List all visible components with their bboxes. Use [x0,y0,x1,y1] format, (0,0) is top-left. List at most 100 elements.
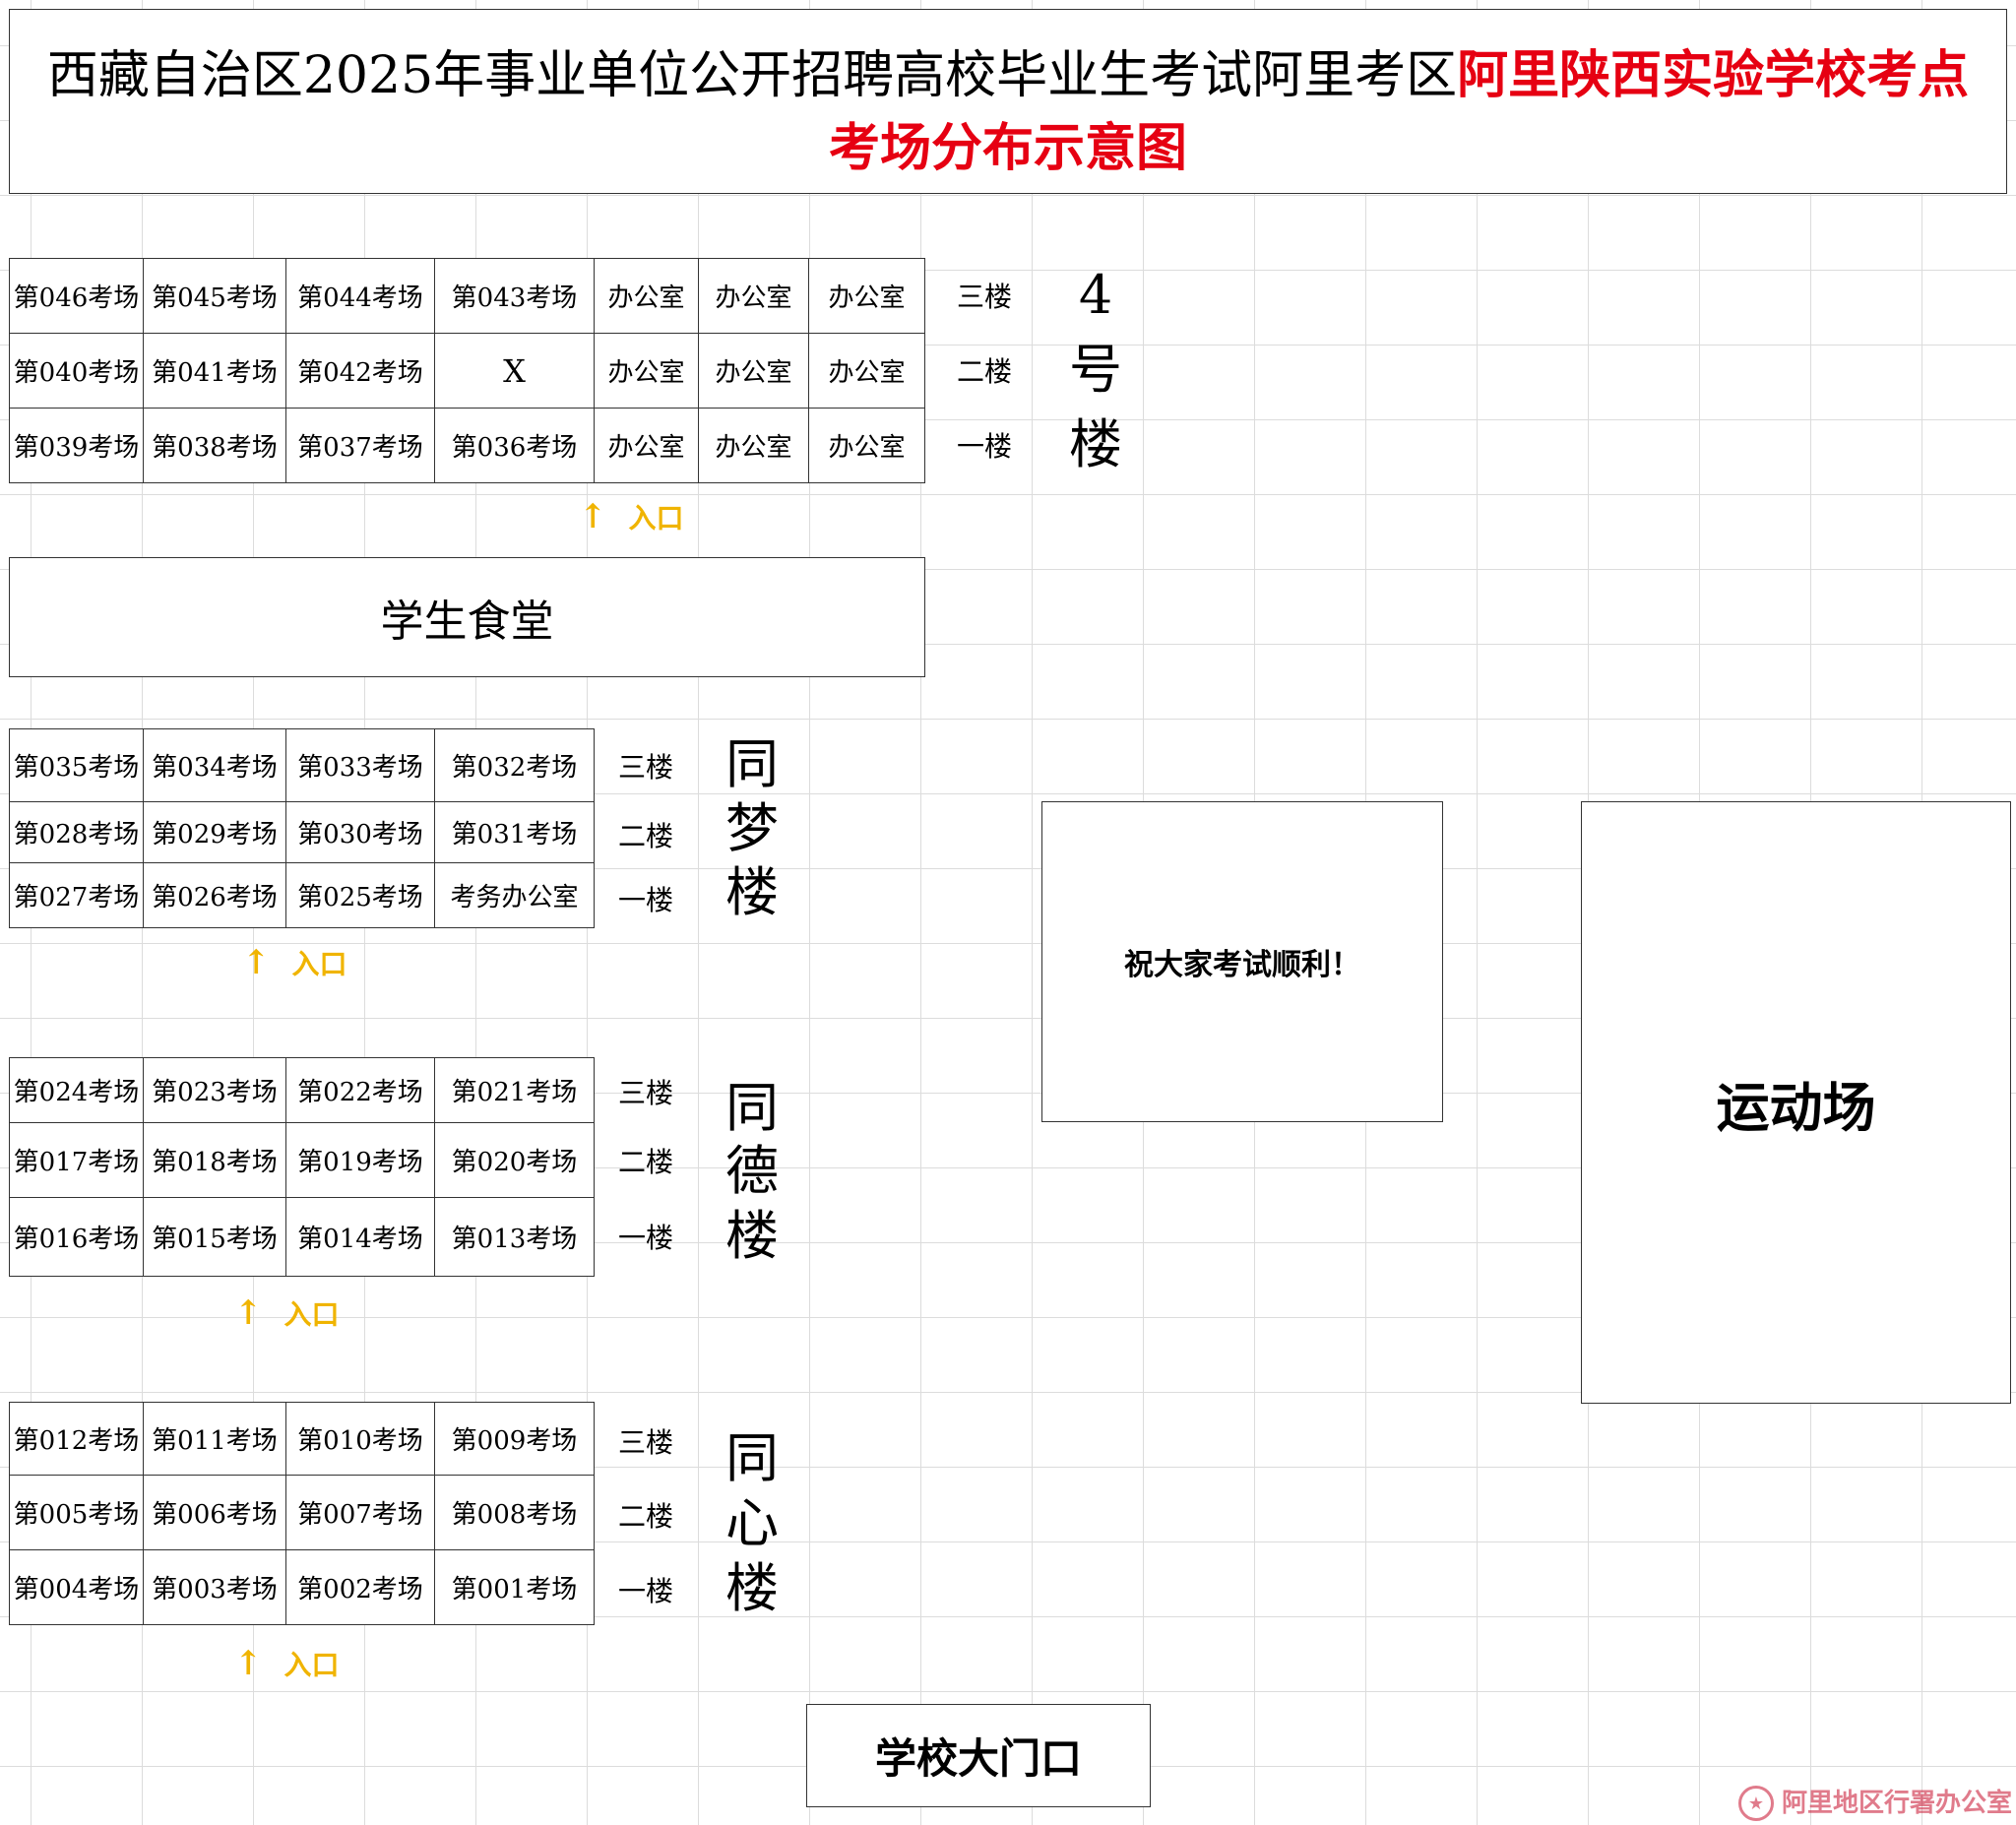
room-cell: 第004考场 [9,1549,144,1625]
tongxin-floor-3: 第012考场 第011考场 第010考场 第009考场 [9,1402,595,1476]
building-4-name-char: 号 [1069,339,1122,401]
room-cell: 第036考场 [434,408,595,483]
room-cell: 第007考场 [285,1475,435,1550]
floor-label: 一楼 [617,1222,673,1254]
entrance-label: 入口 [628,502,684,535]
office-cell: 办公室 [808,258,925,334]
watermark-text: 阿里地区行署办公室 [1781,1789,2012,1818]
tongde-floor-3: 第024考场 第023考场 第022考场 第021考场 [9,1057,595,1123]
tongmeng-entrance: ↑ 入口 [242,943,347,982]
floor-label: 三楼 [956,281,1012,313]
tongxin-table: 第012考场 第011考场 第010考场 第009考场 第005考场 第006考… [9,1402,595,1625]
room-cell: 第014考场 [285,1197,435,1277]
canteen-box: 学生食堂 [9,557,925,677]
exam-office-cell: 考务办公室 [434,862,595,928]
room-cell: 第015考场 [143,1197,286,1277]
room-cell: 第028考场 [9,801,144,863]
floor-label: 二楼 [617,820,673,852]
tongde-floor-1: 第016考场 第015考场 第014考场 第013考场 [9,1197,595,1277]
room-cell: 第016考场 [9,1197,144,1277]
room-cell: 第027考场 [9,862,144,928]
office-cell: 办公室 [698,333,809,409]
floor-label: 一楼 [617,1575,673,1607]
entrance-label: 入口 [291,948,347,980]
title-box: 西藏自治区2025年事业单位公开招聘高校毕业生考试阿里考区阿里陕西实验学校考点 … [9,9,2007,194]
office-cell: 办公室 [808,333,925,409]
room-cell: 第040考场 [9,333,144,409]
room-cell: 第020考场 [434,1122,595,1198]
room-cell: 第038考场 [143,408,286,483]
room-cell: 第005考场 [9,1475,144,1550]
tongde-name-char: 楼 [725,1205,779,1267]
room-cell: 第024考场 [9,1057,144,1123]
room-cell: 第006考场 [143,1475,286,1550]
arrow-up-icon: ↑ [234,1644,263,1683]
room-cell: 第001考场 [434,1549,595,1625]
tongxin-entrance: ↑入口 [234,1644,340,1683]
room-cell: 第034考场 [143,728,286,802]
room-cell: 第022考场 [285,1057,435,1123]
building-4-entrance: ↑ 入口 [579,497,684,536]
title-black-part: 西藏自治区2025年事业单位公开招聘高校毕业生考试阿里考区 [46,46,1458,105]
building-4-name-char: 4 [1078,264,1113,326]
room-cell: 第019考场 [285,1122,435,1198]
tongxin-name-char: 心 [725,1492,779,1554]
room-cell: 第030考场 [285,801,435,863]
office-cell: 办公室 [698,258,809,334]
tongde-table: 第024考场 第023考场 第022考场 第021考场 第017考场 第018考… [9,1057,595,1277]
tongde-name-char: 德 [725,1140,779,1202]
floor-label: 一楼 [617,884,673,916]
room-cell: 第023考场 [143,1057,286,1123]
tongde-entrance: ↑入口 [234,1293,340,1333]
room-cell: 第008考场 [434,1475,595,1550]
floor-label: 三楼 [617,751,673,784]
building-4-floor-3: 第046考场 第045考场 第044考场 第043考场 办公室 办公室 办公室 [9,258,925,334]
room-cell: 第029考场 [143,801,286,863]
room-cell: 第021考场 [434,1057,595,1123]
arrow-up-icon: ↑ [242,943,271,982]
wish-box: 祝大家考试顺利！ [1041,801,1443,1122]
playground-label: 运动场 [1716,1075,1876,1139]
emblem-icon: ★ [1737,1786,1774,1821]
room-cell: 第042考场 [285,333,435,409]
room-cell: 第002考场 [285,1549,435,1625]
tongmeng-floor-2: 第028考场 第029考场 第030考场 第031考场 [9,801,595,863]
building-4-floor-2: 第040考场 第041考场 第042考场 X 办公室 办公室 办公室 [9,333,925,409]
room-cell: 第013考场 [434,1197,595,1277]
floor-label: 二楼 [617,1500,673,1533]
room-cell: 第018考场 [143,1122,286,1198]
floor-label: 一楼 [956,430,1012,463]
arrow-up-icon: ↑ [579,497,607,536]
school-gate-label: 学校大门口 [874,1734,1082,1783]
room-cell: 第043考场 [434,258,595,334]
room-cell: 第010考场 [285,1402,435,1476]
building-4-name-char: 楼 [1069,413,1122,475]
room-cell: 第046考场 [9,258,144,334]
tongde-floor-2: 第017考场 第018考场 第019考场 第020考场 [9,1122,595,1198]
tongmeng-name-char: 同 [725,733,779,795]
room-cell: 第035考场 [9,728,144,802]
tongxin-name-char: 楼 [725,1557,779,1619]
tongde-name-char: 同 [725,1077,779,1139]
room-cell: 第011考场 [143,1402,286,1476]
wish-text: 祝大家考试顺利！ [1124,948,1360,982]
entrance-label: 入口 [284,1298,340,1331]
office-cell: 办公室 [594,408,699,483]
room-cell: 第003考场 [143,1549,286,1625]
floor-label: 二楼 [956,355,1012,388]
tongxin-floor-1: 第004考场 第003考场 第002考场 第001考场 [9,1549,595,1625]
title-red-part: 阿里陕西实验学校考点 [1457,45,1970,105]
room-cell: 第041考场 [143,333,286,409]
office-cell: 办公室 [594,258,699,334]
room-cell: 第031考场 [434,801,595,863]
tongmeng-table: 第035考场 第034考场 第033考场 第032考场 第028考场 第029考… [9,728,595,928]
room-cell: 第025考场 [285,862,435,928]
tongmeng-name-char: 梦 [725,797,779,859]
room-cell: 第026考场 [143,862,286,928]
title-line-1: 西藏自治区2025年事业单位公开招聘高校毕业生考试阿里考区阿里陕西实验学校考点 [10,43,2006,108]
floor-label: 三楼 [617,1077,673,1109]
tongmeng-floor-3: 第035考场 第034考场 第033考场 第032考场 [9,728,595,802]
tongxin-name-char: 同 [725,1427,779,1489]
canteen-label: 学生食堂 [380,597,554,647]
office-cell: 办公室 [698,408,809,483]
